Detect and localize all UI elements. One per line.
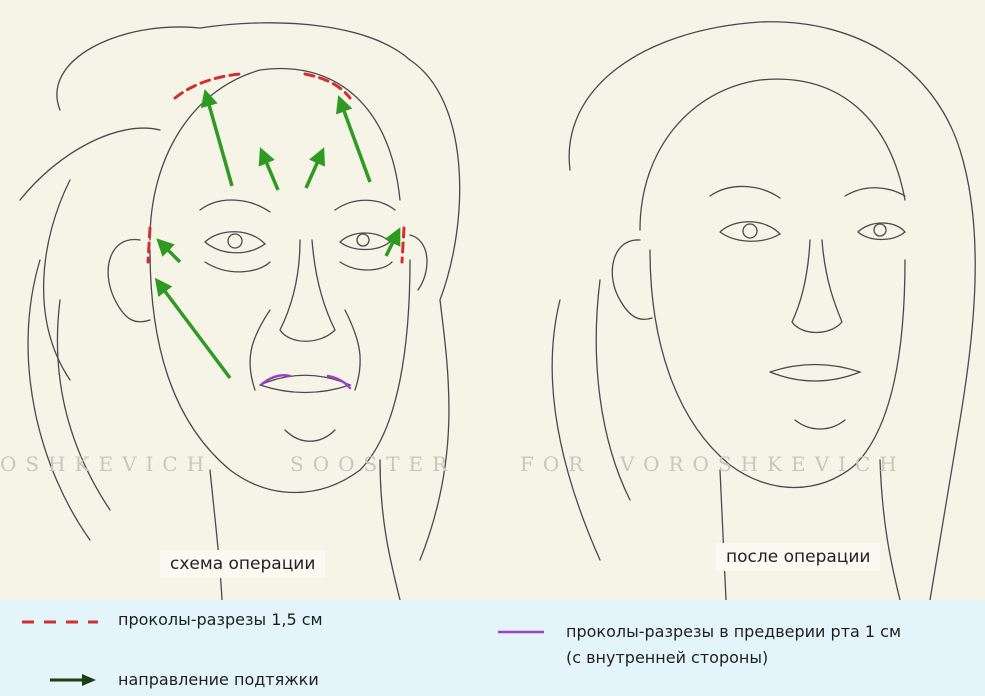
watermark-text-2: SOOSTER [290,452,456,476]
legend-mouth-incision-label-1: проколы-разрезы в предверии рта 1 см [566,622,901,641]
caption-after: после операции [716,543,880,571]
legend-incision-symbol [20,614,100,630]
legend-arrow-label: направление подтяжки [118,670,319,689]
face-sketches [0,0,985,600]
paper-background [0,0,985,600]
legend: проколы-разрезы 1,5 см направление подтя… [0,600,985,696]
watermark-text-4: VOROSHKEVICH [620,452,906,476]
watermark-text-1: OSHKEVICH [0,452,213,476]
watermark-text-3: FOR [520,452,592,476]
legend-arrow-symbol [20,672,100,688]
legend-mouth-incision-label-2: (с внутренней стороны) [566,648,768,667]
legend-mouth-incision-symbol [496,628,546,636]
legend-incision-label: проколы-разрезы 1,5 см [118,610,323,629]
caption-before: схема операции [160,550,325,578]
